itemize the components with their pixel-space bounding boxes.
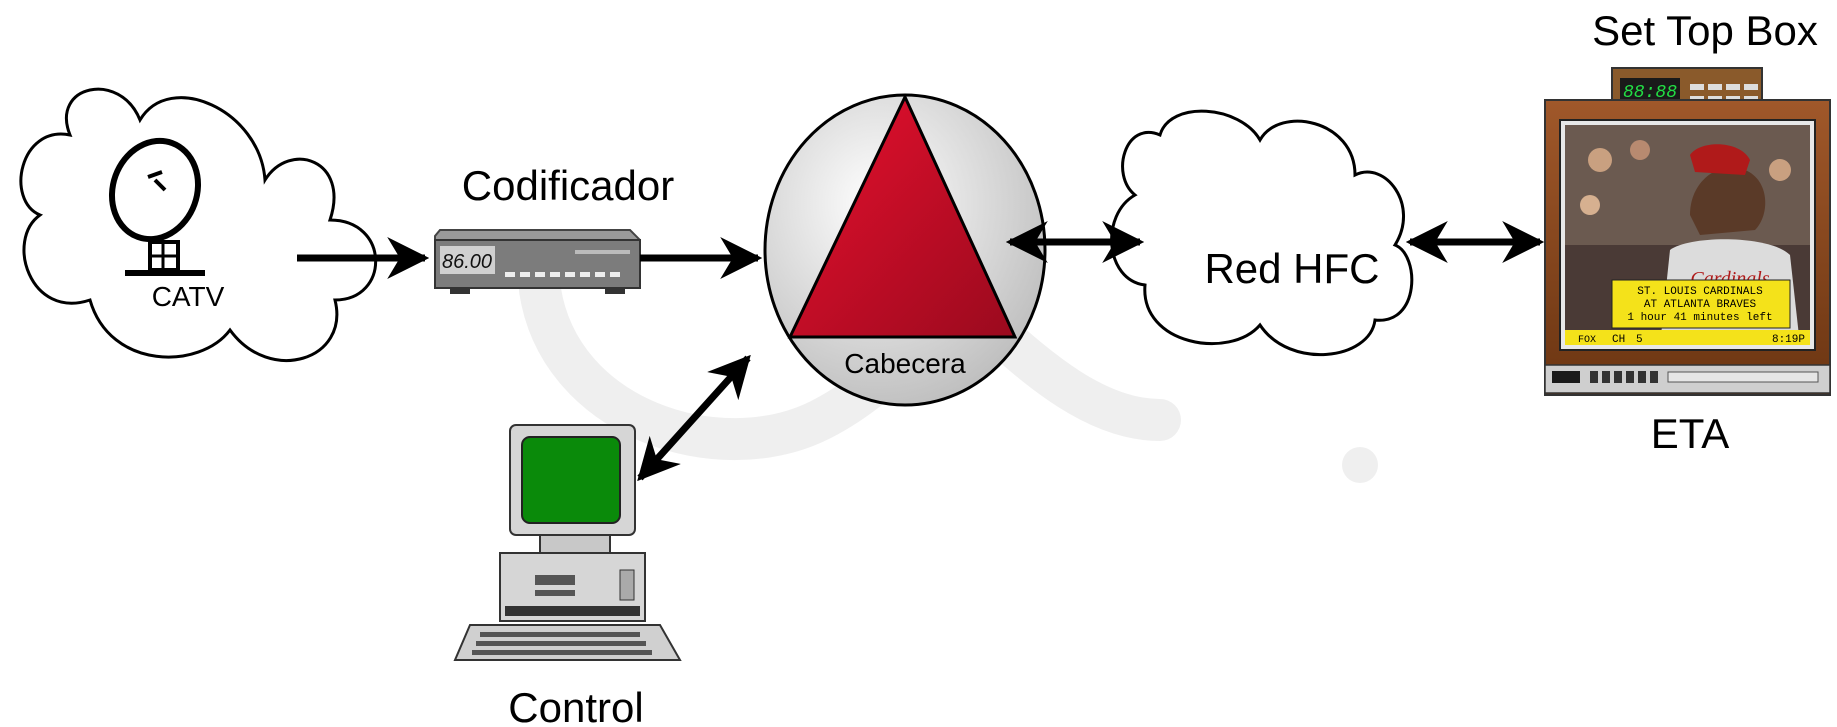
catv-cloud	[19, 87, 378, 362]
eta-label: ETA	[1651, 410, 1730, 457]
satellite-dish-icon	[108, 137, 205, 276]
red-hfc-cloud	[1110, 109, 1414, 357]
red-hfc-label: Red HFC	[1204, 245, 1379, 292]
set-top-box-label: Set Top Box	[1592, 7, 1818, 54]
tv-overlay-line2: AT ATLANTA BRAVES	[1644, 299, 1757, 311]
control-label: Control	[508, 684, 643, 727]
tv-eta-icon: Cardinals ST. LOUIS CARDINALS AT ATLANTA…	[1544, 99, 1831, 396]
tv-overlay-line3: 1 hour 41 minutes left	[1627, 312, 1772, 324]
control-computer-icon	[453, 424, 682, 661]
catv-label: CATV	[152, 281, 225, 312]
cabecera-hub	[763, 93, 1047, 407]
tv-overlay-network: FOX	[1578, 335, 1596, 346]
tv-overlay-channel-num: 5	[1636, 334, 1643, 346]
encoder-device-icon: 86.00	[434, 229, 641, 294]
arrow-hub-control	[637, 354, 751, 482]
tv-overlay-line1: ST. LOUIS CARDINALS	[1637, 286, 1763, 298]
tv-overlay-channel: CH	[1612, 334, 1625, 346]
connection-arrows	[297, 221, 1545, 482]
cabecera-label: Cabecera	[844, 348, 966, 379]
settop-display: 88:88	[1623, 83, 1677, 103]
codificador-label: Codificador	[462, 162, 674, 209]
encoder-display: 86.00	[442, 251, 492, 273]
tv-overlay-time: 8:19P	[1772, 334, 1805, 346]
